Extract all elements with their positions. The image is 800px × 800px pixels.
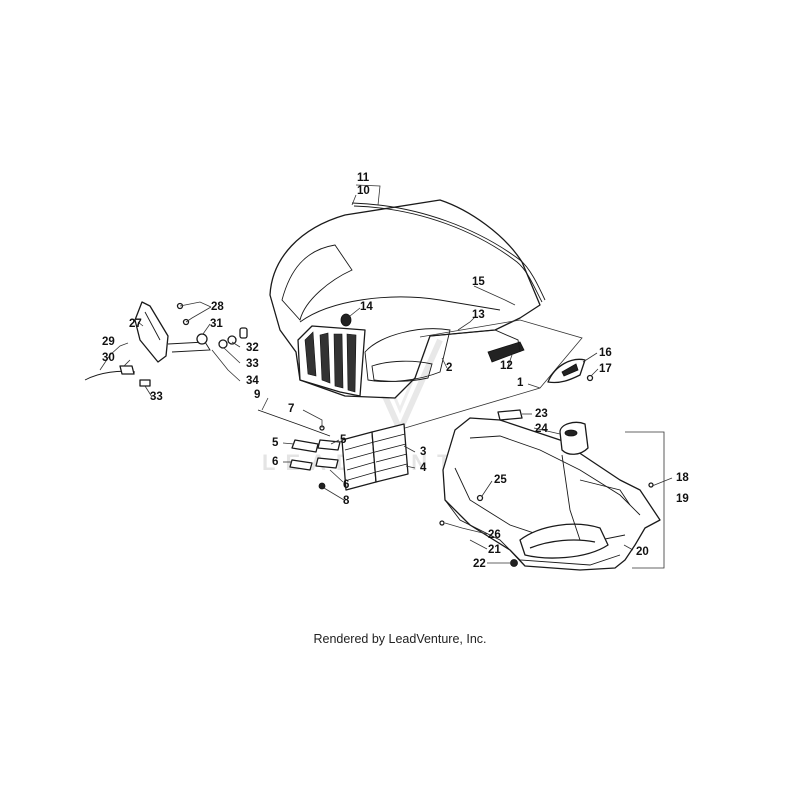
render-credit: Rendered by LeadVenture, Inc. xyxy=(313,632,487,646)
callout-22: 22 xyxy=(473,558,486,570)
callout-23: 23 xyxy=(535,408,548,420)
callout-11: 11 xyxy=(357,172,370,184)
callout-32: 32 xyxy=(246,342,259,354)
callout-33-b: 33 xyxy=(150,391,163,403)
callout-bracket-18-19 xyxy=(625,431,665,569)
hood-assembly xyxy=(269,199,541,399)
callout-29: 29 xyxy=(102,336,115,348)
callout-5-b: 5 xyxy=(340,434,347,446)
callout-8: 8 xyxy=(343,495,350,507)
callout-17: 17 xyxy=(599,363,612,375)
callout-4: 4 xyxy=(420,462,427,474)
callout-9: 9 xyxy=(254,389,260,401)
hood-seal-strip xyxy=(351,202,546,301)
callout-24: 24 xyxy=(535,423,548,435)
callout-34: 34 xyxy=(246,375,259,387)
callout-27: 27 xyxy=(129,318,142,330)
callout-21: 21 xyxy=(488,544,501,556)
hood-latch xyxy=(547,358,594,384)
callout-26: 26 xyxy=(488,529,501,541)
callout-5-a: 5 xyxy=(272,437,279,449)
callout-6-b: 6 xyxy=(343,479,349,491)
callout-6-a: 6 xyxy=(272,456,278,468)
callout-20: 20 xyxy=(636,546,649,558)
callout-2: 2 xyxy=(446,362,452,374)
callout-1: 1 xyxy=(517,377,524,389)
callout-18: 18 xyxy=(676,472,689,484)
callout-14: 14 xyxy=(360,301,373,313)
callout-33-a: 33 xyxy=(246,358,259,370)
callout-19: 19 xyxy=(676,493,689,505)
callout-25: 25 xyxy=(494,474,507,486)
storage-tub-assembly xyxy=(439,409,661,571)
hood-cable xyxy=(257,409,331,437)
callout-31: 31 xyxy=(210,318,223,330)
callout-16: 16 xyxy=(599,347,612,359)
callout-28: 28 xyxy=(211,301,224,313)
callout-7: 7 xyxy=(288,403,294,415)
grille-mesh-screens xyxy=(341,423,409,491)
hood-grille-slots xyxy=(304,331,357,393)
callout-15: 15 xyxy=(472,276,485,288)
callout-labels: 11 10 15 13 14 2 12 1 16 17 28 31 27 29 … xyxy=(102,172,689,570)
leader-lines xyxy=(99,184,673,564)
callout-12: 12 xyxy=(500,360,513,372)
callout-3: 3 xyxy=(420,446,426,458)
callout-30: 30 xyxy=(102,352,115,364)
callout-13: 13 xyxy=(472,309,485,321)
headlight-bracket-assembly xyxy=(84,301,248,387)
hinge-plates xyxy=(289,425,341,490)
callout-10: 10 xyxy=(357,185,370,197)
